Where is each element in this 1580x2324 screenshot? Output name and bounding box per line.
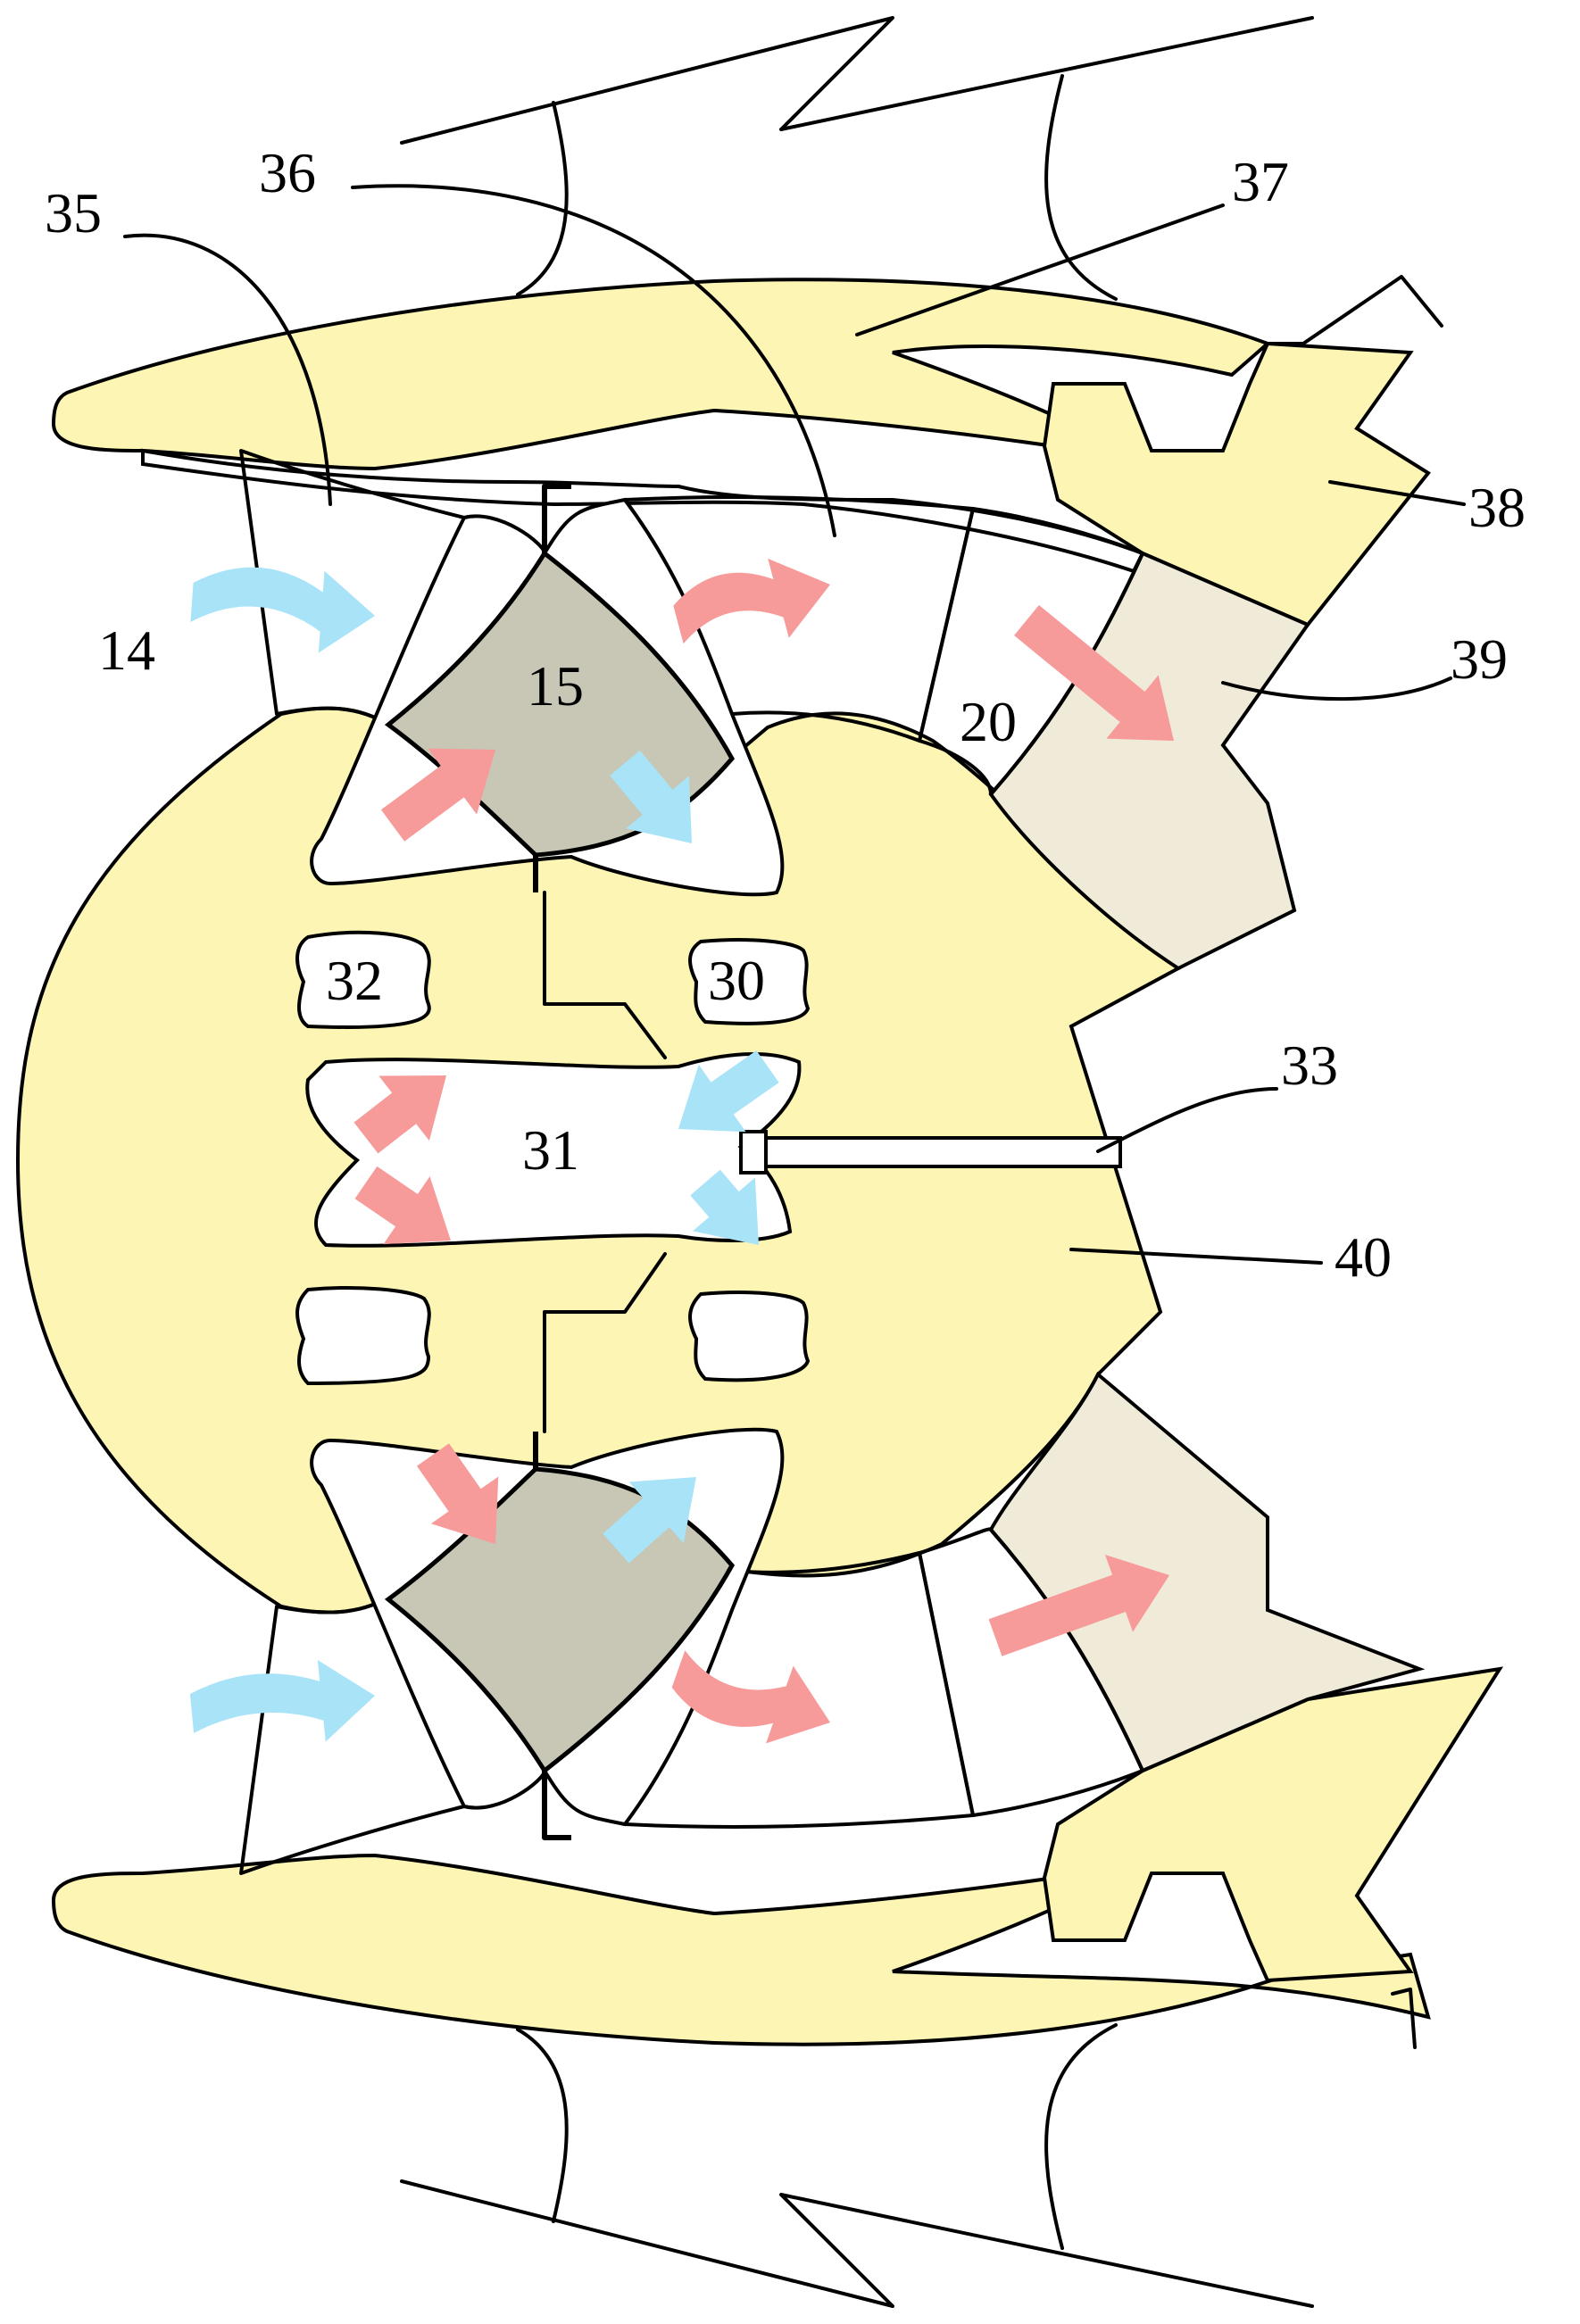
leader-lines xyxy=(123,184,1466,1265)
hot-flow-arrow xyxy=(1014,604,1174,741)
label-36: 36 xyxy=(259,141,316,204)
cold-flow-arrow xyxy=(610,750,692,843)
hot-flow-arrow xyxy=(988,1554,1169,1656)
label-15: 15 xyxy=(527,654,584,718)
label-40: 40 xyxy=(1335,1225,1392,1289)
hot-flow-arrows xyxy=(353,558,1174,1744)
hot-flow-arrow xyxy=(673,558,830,644)
hot-flow-arrow xyxy=(416,1443,499,1544)
hot-flow-arrow xyxy=(671,1650,830,1744)
label-30: 30 xyxy=(708,949,765,1012)
label-38: 38 xyxy=(1468,476,1526,539)
cavity-30 xyxy=(688,938,811,1025)
hot-flow-arrow xyxy=(353,1075,446,1154)
hot-flow-arrow xyxy=(354,1166,451,1245)
outer-casing-lines xyxy=(400,16,1314,2308)
hot-flow-arrow xyxy=(380,748,495,842)
lower-casing xyxy=(51,1853,1431,2046)
lower-seal-block xyxy=(1042,1666,1504,1983)
label-35: 35 xyxy=(45,181,102,245)
cavity-lower-left xyxy=(295,1286,431,1386)
cavity-lower-right xyxy=(688,1291,811,1382)
label-31: 31 xyxy=(522,1118,579,1182)
label-14: 14 xyxy=(98,618,155,682)
cold-flow-arrows xyxy=(189,567,779,1742)
label-39: 39 xyxy=(1451,627,1508,691)
label-32: 32 xyxy=(326,949,383,1012)
label-33: 33 xyxy=(1281,1033,1338,1097)
reference-labels: 35 36 37 38 39 14 15 20 32 30 31 33 40 xyxy=(45,141,1526,1289)
cold-flow-arrow xyxy=(678,1050,779,1133)
cold-flow-arrow xyxy=(189,1660,375,1742)
cold-flow-arrow xyxy=(190,567,375,653)
probe-33-tip xyxy=(739,1130,768,1174)
label-20: 20 xyxy=(960,690,1017,753)
label-37: 37 xyxy=(1232,150,1289,213)
cavity-32 xyxy=(295,930,431,1029)
lower-flow-passages xyxy=(239,1527,1144,1875)
lower-rotor-assembly xyxy=(310,1427,785,1840)
upper-seal-block xyxy=(1042,341,1431,627)
probe-33 xyxy=(761,1136,1122,1168)
cold-flow-arrow xyxy=(603,1477,696,1564)
cold-flow-arrow xyxy=(690,1169,759,1245)
